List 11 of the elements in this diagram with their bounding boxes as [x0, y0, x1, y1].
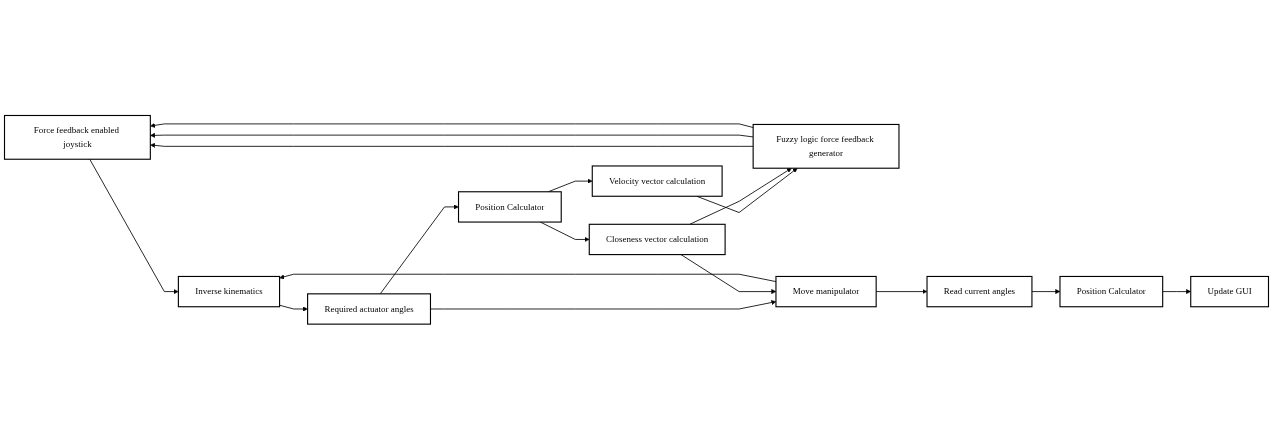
- node-box: Velocity vector calculation: [591, 165, 723, 197]
- node-box: Update GUI: [1190, 276, 1270, 308]
- node-box: Required actuator angles: [307, 293, 432, 325]
- node-box: Position Calculator: [457, 191, 562, 223]
- node-box: Move manipulator: [775, 276, 877, 308]
- node-box: Inverse kinematics: [177, 276, 281, 308]
- node-box: Read current angles: [926, 276, 1033, 308]
- node-box: Fuzzy logic force feedback generator: [752, 124, 900, 169]
- node-box: Force feedback enabled joystick: [3, 115, 151, 160]
- node-box: Position Calculator: [1059, 276, 1164, 308]
- node-box: Closeness vector calculation: [588, 223, 726, 256]
